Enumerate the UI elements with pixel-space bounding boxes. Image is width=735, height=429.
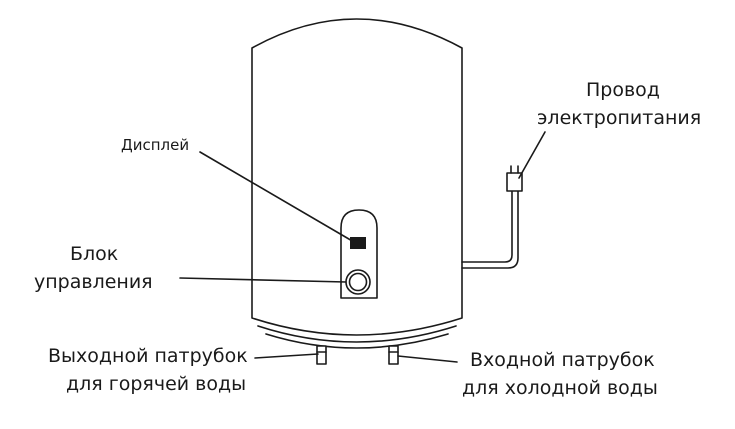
- leader-control-block: [179, 277, 347, 283]
- tank-body: [251, 18, 463, 336]
- label-control-block-line1: Блок: [70, 243, 119, 265]
- tank-bottom-rim: [257, 325, 457, 343]
- display-screen: [350, 237, 366, 249]
- label-cold-inlet-line1: Входной патрубок: [470, 349, 655, 371]
- label-hot-outlet-line1: Выходной патрубок: [48, 345, 248, 367]
- label-cold-inlet-line2: для холодной воды: [462, 377, 658, 399]
- leader-power-cord: [518, 131, 546, 179]
- label-power-cord-line2: электропитания: [537, 107, 702, 129]
- hot-outlet-pipe: [316, 345, 327, 365]
- label-display: Дисплей: [121, 136, 190, 154]
- leader-hot-outlet: [254, 353, 319, 359]
- leader-display: [199, 151, 355, 243]
- label-power-cord-line1: Провод: [586, 79, 660, 101]
- tank-bottom-cap: [265, 333, 449, 349]
- leader-cold-inlet: [397, 355, 458, 363]
- label-control-block-line2: управления: [34, 271, 153, 293]
- control-knob-inner: [348, 272, 368, 292]
- power-cord-inner: [461, 189, 519, 269]
- power-plug: [506, 172, 523, 192]
- cold-inlet-pipe: [388, 345, 399, 365]
- power-cord-outer: [461, 189, 513, 263]
- label-hot-outlet-line2: для горячей воды: [66, 373, 247, 395]
